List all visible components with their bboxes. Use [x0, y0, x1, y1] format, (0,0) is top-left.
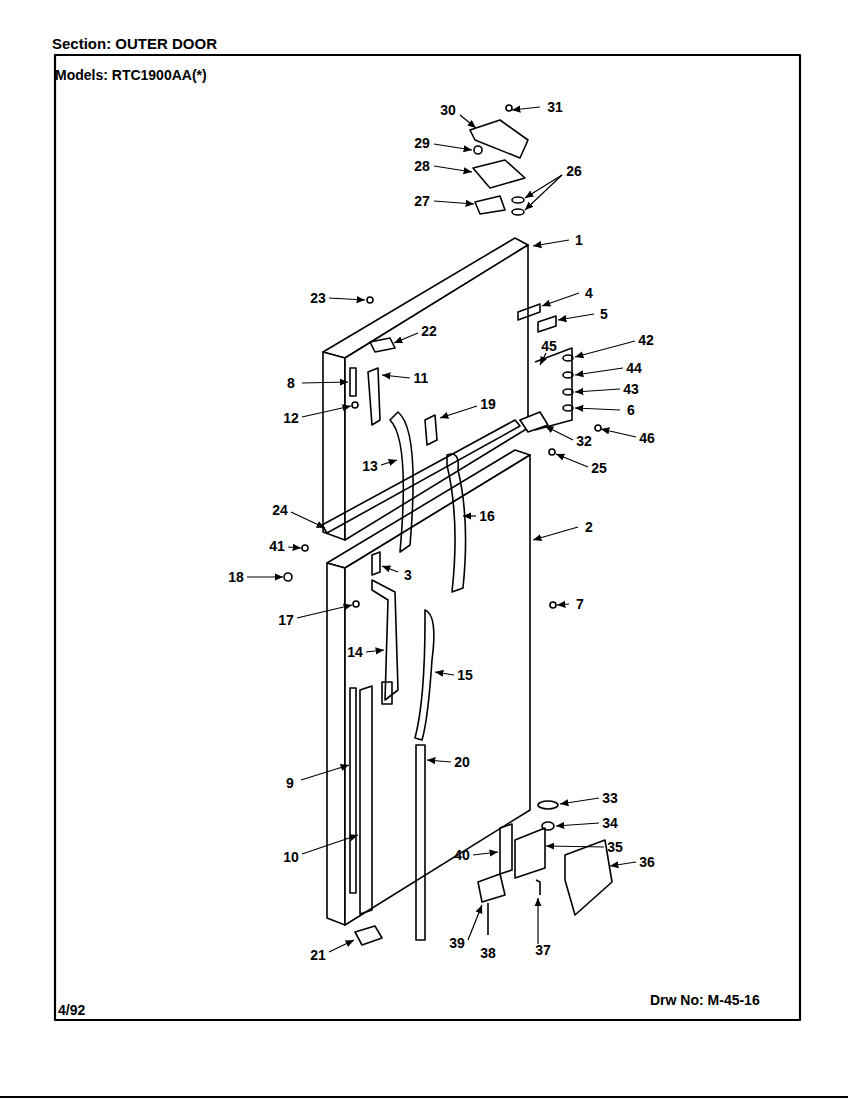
callout-number: 42 — [638, 333, 654, 347]
callout-number: 28 — [414, 159, 430, 173]
callout-number: 14 — [347, 645, 363, 659]
callout-number: 23 — [310, 291, 326, 305]
callout-number: 22 — [421, 324, 437, 338]
callout-number: 38 — [480, 946, 496, 960]
callout-number: 45 — [541, 339, 557, 353]
callout-number: 8 — [287, 376, 295, 390]
callout-number: 34 — [602, 816, 618, 830]
door-parts — [284, 105, 612, 945]
callout-number: 36 — [639, 855, 655, 869]
callout-number: 13 — [362, 459, 378, 473]
callout-number: 26 — [566, 164, 582, 178]
callout-number: 20 — [454, 755, 470, 769]
callout-number: 19 — [480, 397, 496, 411]
callout-number: 17 — [278, 613, 294, 627]
callout-number: 4 — [585, 286, 593, 300]
callout-number: 30 — [440, 103, 456, 117]
callout-number: 33 — [602, 791, 618, 805]
callout-number: 46 — [639, 431, 655, 445]
callout-number: 21 — [310, 948, 326, 962]
callout-number: 3 — [404, 568, 412, 582]
callout-number: 41 — [269, 539, 285, 553]
bottom-rule — [0, 1096, 848, 1098]
callout-number: 35 — [607, 840, 623, 854]
callout-number: 1 — [575, 233, 583, 247]
callout-number: 29 — [414, 136, 430, 150]
callout-number: 18 — [228, 570, 244, 584]
callout-number: 40 — [454, 848, 470, 862]
callout-number: 44 — [626, 361, 642, 375]
callout-number: 32 — [576, 434, 592, 448]
callout-number: 15 — [457, 668, 473, 682]
callout-number: 37 — [535, 943, 551, 957]
callout-number: 39 — [449, 936, 465, 950]
callout-number: 10 — [283, 850, 299, 864]
leader-lines — [247, 107, 636, 952]
callout-number: 9 — [286, 776, 294, 790]
callout-number: 7 — [576, 597, 584, 611]
drawing-note: Drw No: M-45-16 — [650, 993, 760, 1007]
drawing-note: 4/92 — [58, 1003, 85, 1017]
callout-number: 24 — [272, 503, 288, 517]
drawing-note: Models: RTC1900AA(*) — [55, 68, 207, 82]
callout-number: 16 — [479, 509, 495, 523]
callout-number: 43 — [623, 382, 639, 396]
callout-number: 11 — [414, 371, 429, 385]
page-frame — [55, 55, 800, 1020]
callout-number: 12 — [283, 411, 299, 425]
callout-number: 31 — [547, 100, 563, 114]
callout-number: 6 — [627, 403, 635, 417]
callout-number: 5 — [600, 307, 608, 321]
lower-door — [327, 450, 530, 925]
callout-number: 2 — [585, 520, 593, 534]
callout-number: 27 — [414, 194, 430, 208]
callout-number: 25 — [591, 461, 607, 475]
section-title: Section: OUTER DOOR — [52, 36, 217, 51]
